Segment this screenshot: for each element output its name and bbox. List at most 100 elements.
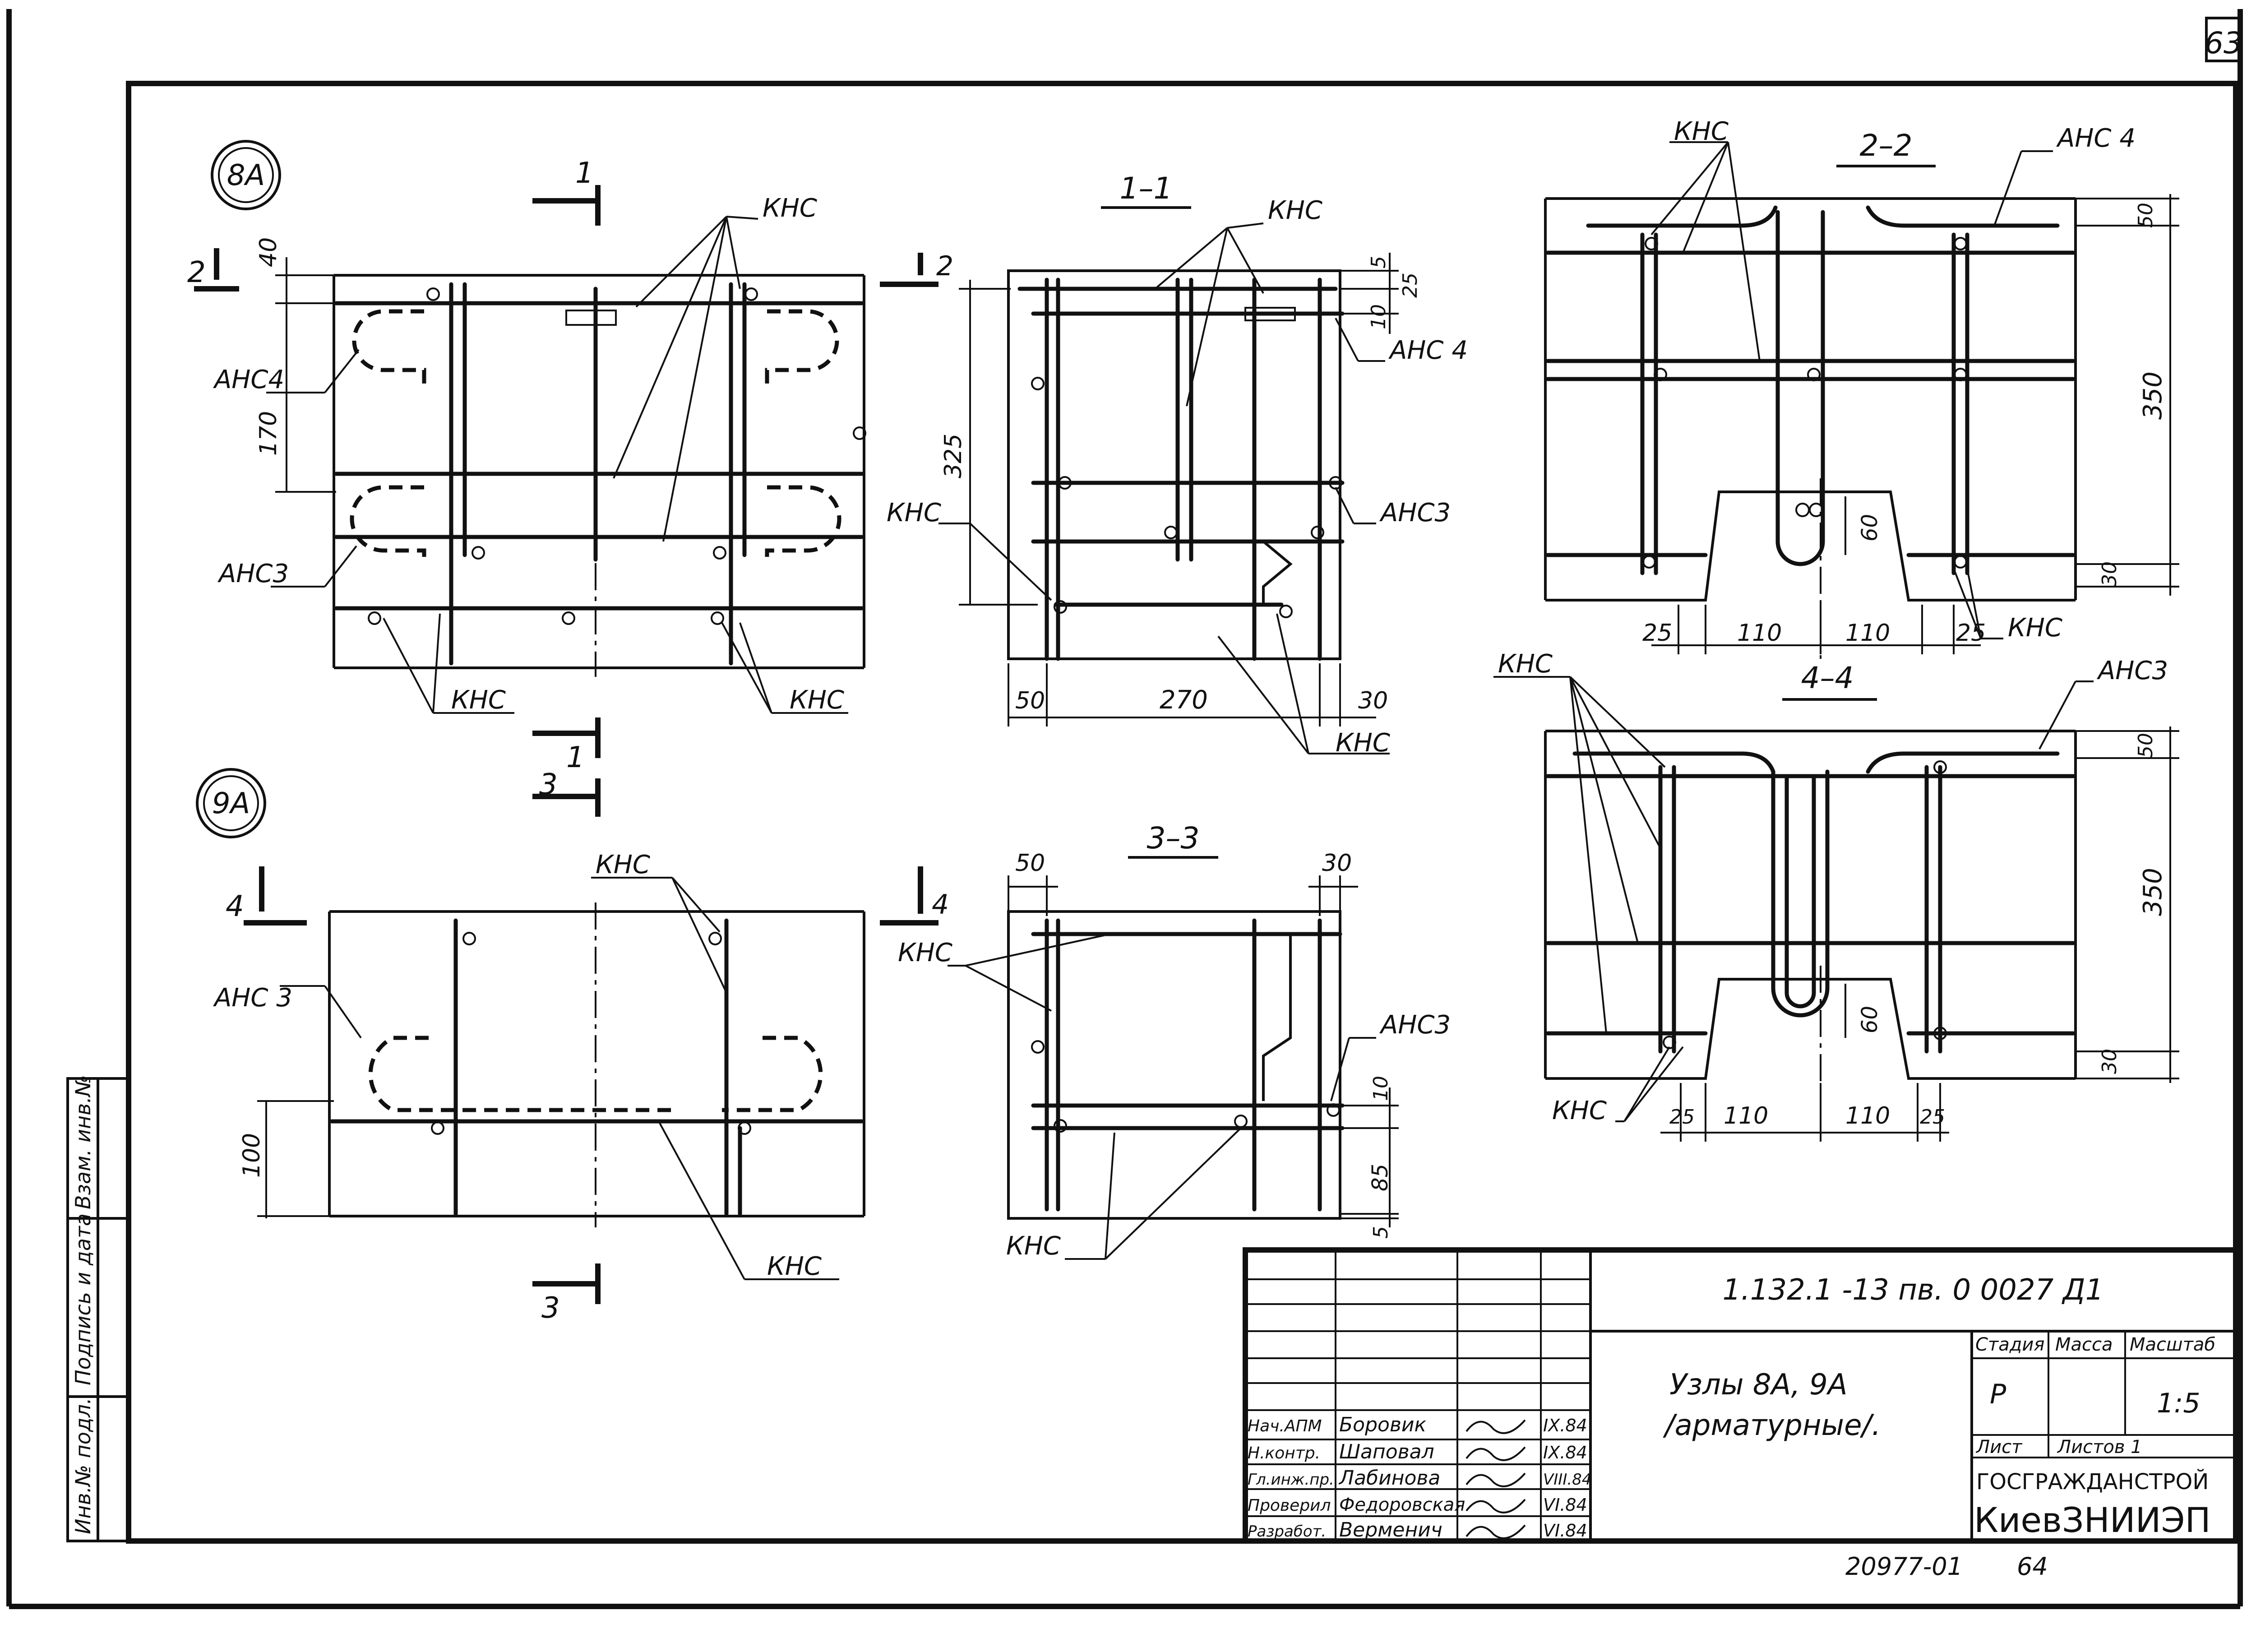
side-stamp: Взам. инв.№ Подпись и дата Инв.№ подл. <box>66 1075 130 1542</box>
label-3-3-khc-bottom: КНС <box>1006 1231 1061 1261</box>
person-row-4: Разработ. Верменич VI.84 <box>1248 1518 1587 1541</box>
cut-4-3-3: 4 <box>932 889 949 921</box>
page-number: 63 <box>2205 26 2242 60</box>
dim-8a-40: 40 <box>255 237 282 267</box>
label-4-4-ahc3: АНС3 <box>2097 656 2168 685</box>
stage-value: Р <box>1990 1379 2006 1410</box>
dim-1-1-10: 10 <box>1367 304 1390 329</box>
dim-3-3-10: 10 <box>1369 1076 1392 1101</box>
dim-2-2-60: 60 <box>1857 514 1882 541</box>
label-9a-khc-top: КНС <box>596 850 650 879</box>
title-line-1: Узлы 8А, 9А <box>1669 1368 1848 1402</box>
dim-8a-170: 170 <box>255 411 282 456</box>
stamp-podpis: Подпись и дата <box>71 1213 95 1385</box>
label-1-1-khc-top: КНС <box>1268 196 1322 225</box>
dim-3-3-85: 85 <box>1368 1164 1393 1191</box>
stage-header: Стадия <box>1975 1334 2044 1355</box>
dim-1-1-25: 25 <box>1399 273 1422 298</box>
person-row-2: Гл.инж.пр. Лабинова VIII.84 <box>1248 1467 1591 1490</box>
dim-4-4-50: 50 <box>2134 733 2157 758</box>
section-2-2: 2–2 50 350 30 60 <box>1544 117 2179 659</box>
dim-4-4-350: 350 <box>2138 868 2168 916</box>
label-8a-ahc4: АНС4 <box>213 365 284 394</box>
dim-9a-100: 100 <box>238 1133 265 1178</box>
bottom-number: 20977-01 <box>1845 1552 1963 1581</box>
person-role: Гл.инж.пр. <box>1248 1471 1334 1489</box>
person-name: Федоровская <box>1339 1495 1465 1515</box>
section-4-4: 4–4 50 350 30 60 25 <box>1493 649 2179 1142</box>
section-4-4-title: 4–4 <box>1801 661 1854 695</box>
dim-1-1-325: 325 <box>940 434 967 478</box>
cut-4-9a: 4 <box>226 890 244 923</box>
dim-1-1-270: 270 <box>1160 685 1208 715</box>
person-date: VI.84 <box>1543 1495 1587 1515</box>
section-2-2-title: 2–2 <box>1860 128 1913 163</box>
section-1-1: 1–1 325 5 25 10 <box>880 171 1468 758</box>
label-3-3-ahc3: АНС3 <box>1379 1010 1451 1040</box>
person-date: IX.84 <box>1543 1443 1587 1462</box>
dim-4-4-60: 60 <box>1857 1006 1882 1033</box>
sheets-label: Листов 1 <box>2057 1437 2142 1458</box>
dim-1-1-30: 30 <box>1358 687 1388 714</box>
person-date: VI.84 <box>1543 1521 1587 1541</box>
dim-2-2-50: 50 <box>2134 203 2157 228</box>
dim-2-2-30: 30 <box>2098 561 2121 587</box>
cut-3-bottom: 3 <box>541 1291 560 1325</box>
person-role: Н.контр. <box>1248 1444 1320 1462</box>
person-row-3: Проверил Федоровская VI.84 <box>1248 1495 1587 1515</box>
dim-1-1-5: 5 <box>1367 256 1390 268</box>
label-8a-khc-bottom-right: КНС <box>790 685 844 715</box>
dim-3-3-50: 50 <box>1015 850 1045 877</box>
scale-value: 1:5 <box>2157 1388 2201 1419</box>
dim-4-4-30: 30 <box>2098 1049 2121 1074</box>
sheet-frame <box>6 9 2243 1609</box>
person-row-0: Нач.АПМ Боровик IX.84 <box>1248 1413 1587 1436</box>
person-role: Нач.АПМ <box>1248 1417 1322 1435</box>
doc-code: 1.132.1 -13 пв. 0 0027 Д1 <box>1723 1273 2104 1307</box>
node-8a-view: 8А 40 170 <box>187 140 866 774</box>
label-1-1-ahc4: АНС 4 <box>1388 336 1468 365</box>
dim-3-3-5: 5 <box>1369 1226 1392 1239</box>
node-8a-label: 8А <box>227 159 265 192</box>
label-1-1-khc-left: КНС <box>887 498 941 528</box>
label-8a-ahc3: АНС3 <box>217 559 289 588</box>
person-name: Боровик <box>1339 1413 1426 1436</box>
org-line-2: КиевЗНИИЭП <box>1974 1500 2211 1540</box>
section-3-3-title: 3–3 <box>1147 821 1200 856</box>
dim-2-2-25-left: 25 <box>1642 620 1672 647</box>
person-role: Проверил <box>1248 1496 1331 1515</box>
dim-4-4-110-left: 110 <box>1724 1102 1768 1129</box>
dim-3-3-30: 30 <box>1322 850 1352 877</box>
label-4-4-khc-top: КНС <box>1498 649 1553 679</box>
stamp-inv-podl: Инв.№ подл. <box>71 1397 95 1534</box>
node-9a-view: 9А 100 3 3 4 КНС АНС 3 КНС <box>196 768 865 1325</box>
mass-header: Масса <box>2055 1334 2113 1355</box>
cut-3-top: 3 <box>539 768 558 801</box>
person-date: IX.84 <box>1543 1416 1587 1435</box>
dim-2-2-110-right: 110 <box>1845 620 1890 647</box>
dim-1-1-50: 50 <box>1015 687 1045 714</box>
cut-2-8a: 2 <box>187 256 206 289</box>
person-name: Шаповал <box>1339 1440 1434 1463</box>
stamp-vzam: Взам. инв.№ <box>71 1075 95 1209</box>
title-line-2: /арматурные/. <box>1663 1409 1881 1442</box>
node-9a-label: 9А <box>212 787 250 820</box>
person-date: VIII.84 <box>1543 1471 1591 1489</box>
label-3-3-khc-left: КНС <box>898 938 952 967</box>
person-name: Лабинова <box>1338 1467 1440 1490</box>
section-1-1-title: 1–1 <box>1120 171 1173 206</box>
person-row-1: Н.контр. Шаповал IX.84 <box>1248 1440 1587 1463</box>
org-line-1: ГОСГРАЖДАНСТРОЙ <box>1976 1469 2209 1495</box>
cut-2-1-1: 2 <box>936 250 953 282</box>
bottom-page: 64 <box>2017 1552 2048 1581</box>
label-4-4-khc-bottom: КНС <box>1552 1096 1607 1125</box>
sheet-label: Лист <box>1975 1437 2023 1458</box>
label-9a-ahc3: АНС 3 <box>213 983 292 1013</box>
dim-2-2-110-left: 110 <box>1737 620 1782 647</box>
label-2-2-khc-right: КНС <box>2008 613 2062 643</box>
title-block: Нач.АПМ Боровик IX.84 Н.контр. Шаповал I… <box>1243 1247 2238 1544</box>
dim-2-2-25-right: 25 <box>1956 620 1986 647</box>
dim-2-2-350: 350 <box>2138 371 2168 420</box>
dim-4-4-110-right: 110 <box>1845 1102 1890 1129</box>
